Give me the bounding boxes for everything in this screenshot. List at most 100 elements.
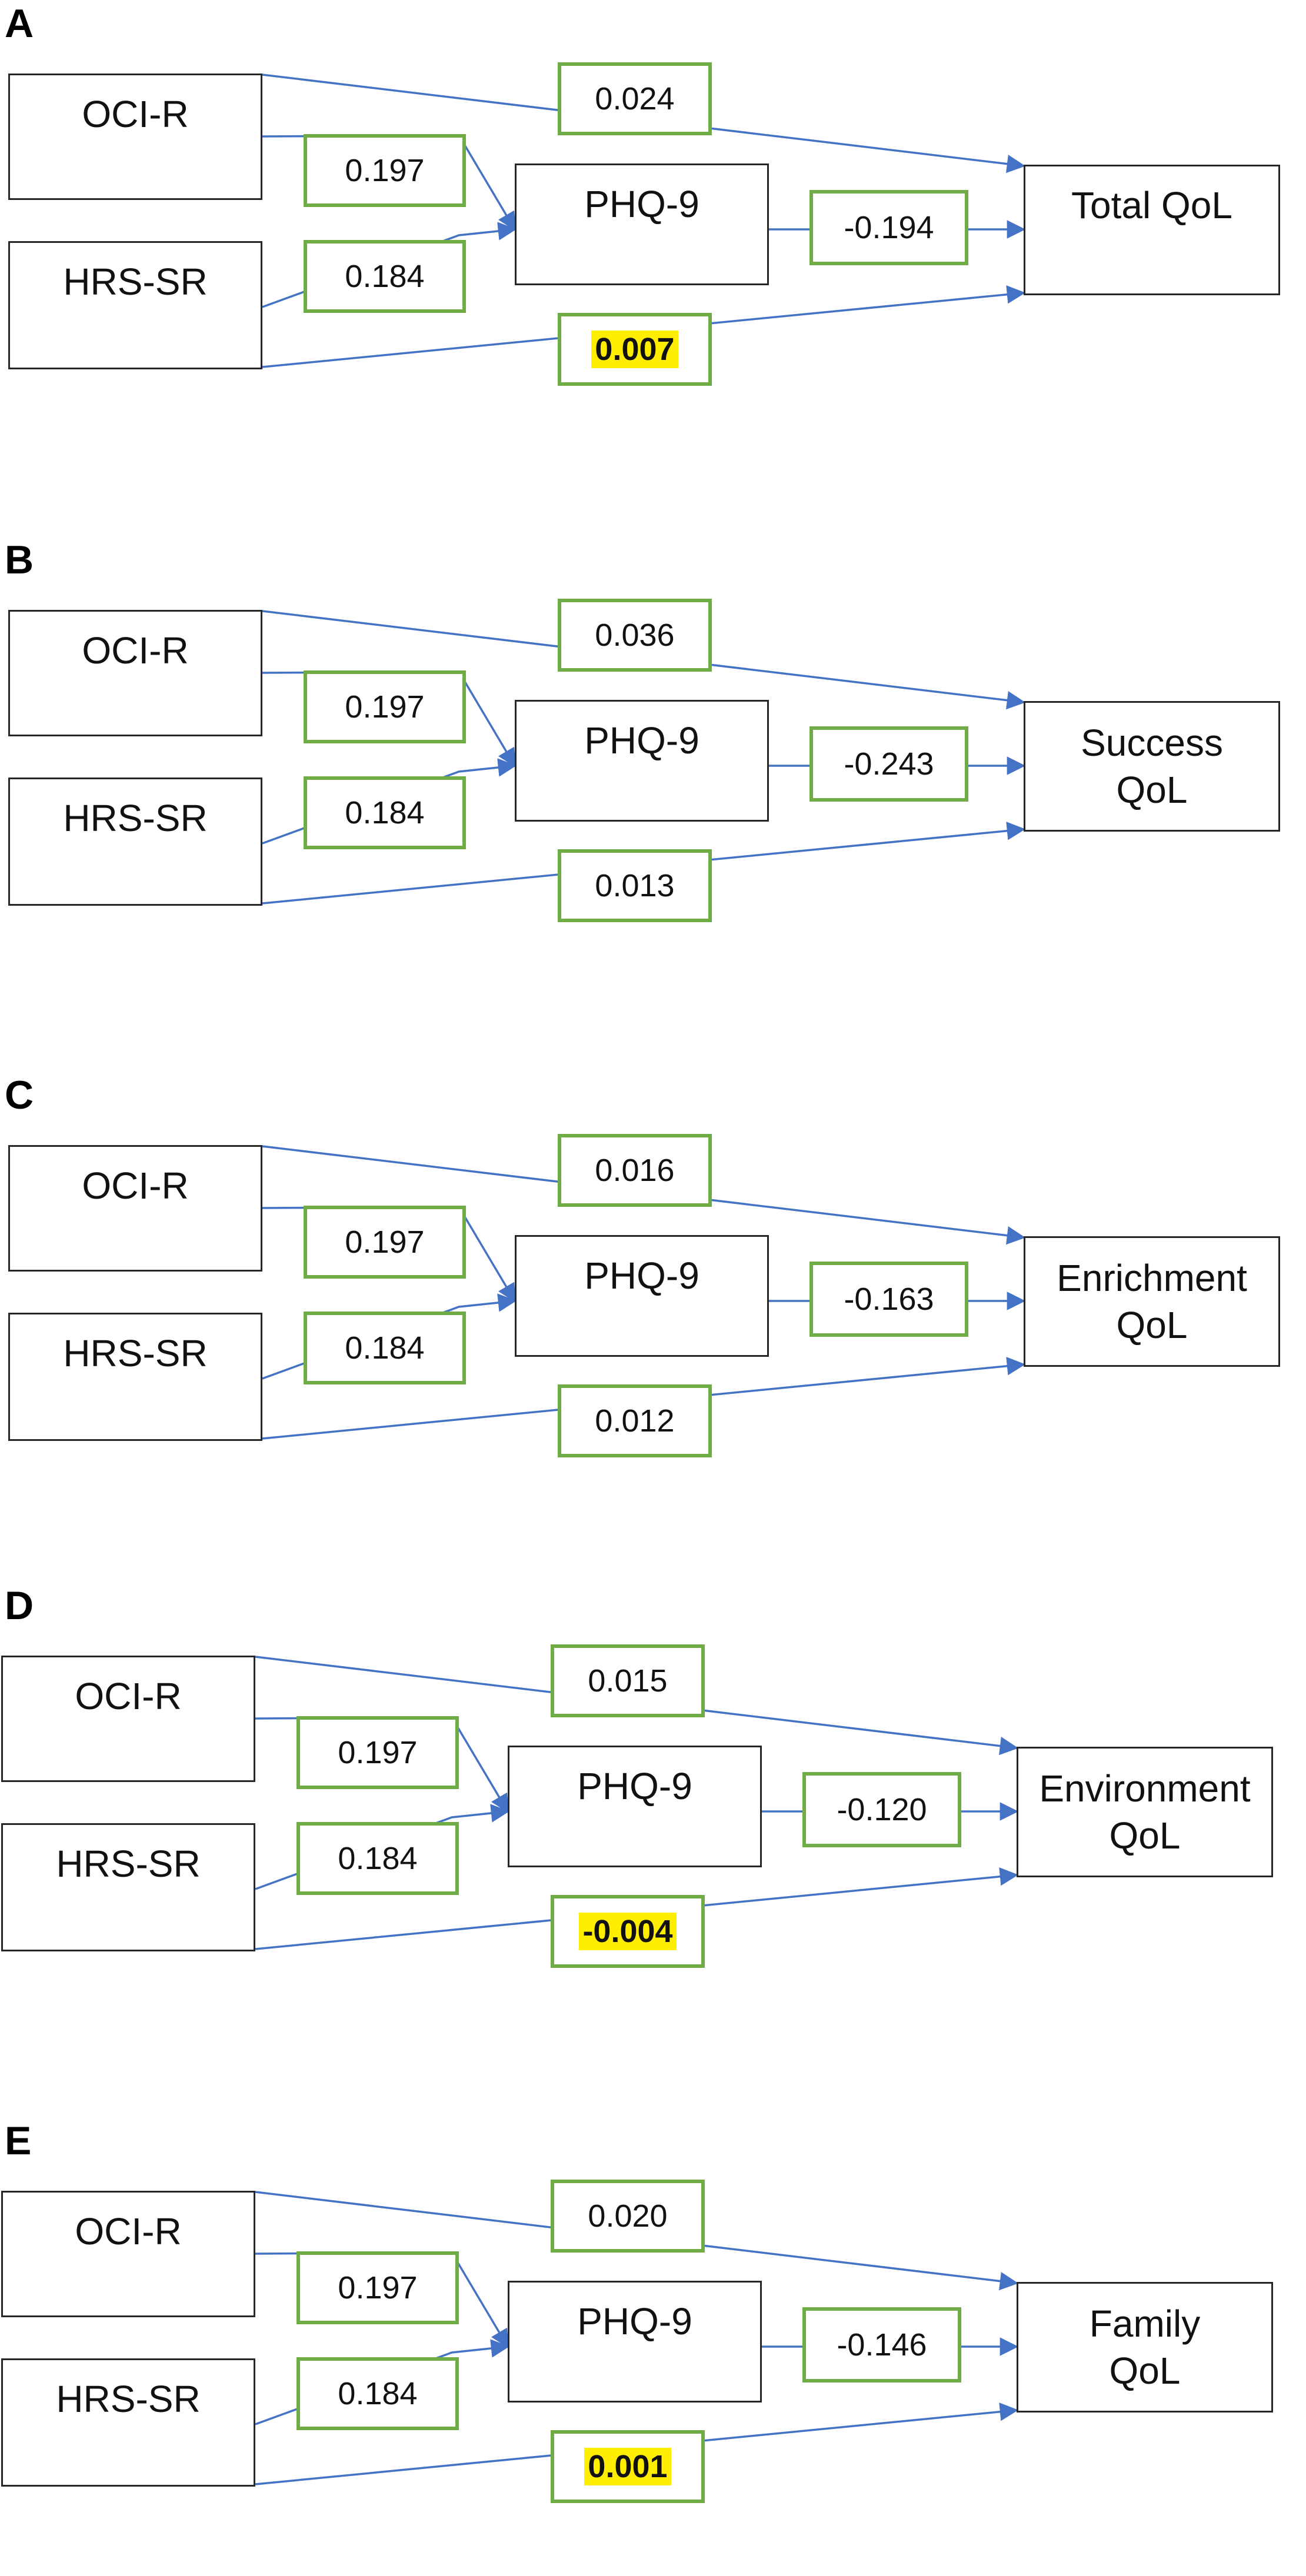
coef-ocir-to-mediator: 0.197 <box>296 1716 459 1789</box>
node-mediator-phq9-label: PHQ-9 <box>577 1765 692 1807</box>
coef-hrssr-to-outcome: -0.004 <box>551 1895 705 1968</box>
node-ocir: OCI-R <box>8 610 262 736</box>
node-mediator-phq9-label: PHQ-9 <box>584 183 699 225</box>
coef-ocir-to-outcome: 0.016 <box>558 1134 712 1207</box>
panel-a: A OCI-R HRS-SR PHQ-9 Total QoL 0.024 0.197 0.18… <box>0 0 1306 459</box>
coef-ocir-to-mediator-value: 0.197 <box>338 1735 418 1770</box>
coef-ocir-to-outcome: 0.024 <box>558 62 712 135</box>
coef-hrssr-to-mediator: 0.184 <box>304 1312 466 1384</box>
coef-hrssr-to-outcome-value: 0.012 <box>595 1403 675 1439</box>
node-mediator-phq9: PHQ-9 <box>515 700 769 822</box>
coef-hrssr-to-outcome: 0.012 <box>558 1384 712 1457</box>
node-ocir-label: OCI-R <box>82 93 189 135</box>
node-hrssr: HRS-SR <box>1 1823 255 1951</box>
node-ocir-label: OCI-R <box>75 2210 182 2253</box>
node-mediator-phq9-label: PHQ-9 <box>584 1254 699 1297</box>
coef-mediator-to-outcome-value: -0.163 <box>844 1282 934 1317</box>
coef-ocir-to-outcome: 0.036 <box>558 599 712 672</box>
coef-ocir-to-mediator-value: 0.197 <box>338 2270 418 2305</box>
panel-b: B OCI-R HRS-SR PHQ-9 Success QoL 0.036 0.197 0.… <box>0 536 1306 995</box>
panel-label: E <box>5 2118 32 2163</box>
coef-mediator-to-outcome: -0.146 <box>802 2307 961 2383</box>
node-ocir-label: OCI-R <box>82 629 189 672</box>
coef-mediator-to-outcome: -0.194 <box>809 190 968 265</box>
node-outcome-label: Total QoL <box>1071 184 1232 226</box>
node-hrssr-label: HRS-SR <box>56 1843 201 1885</box>
node-ocir: OCI-R <box>1 1656 255 1782</box>
coef-ocir-to-mediator-value: 0.197 <box>345 153 425 188</box>
coef-hrssr-to-mediator: 0.184 <box>296 2357 459 2430</box>
coef-ocir-to-mediator-value: 0.197 <box>345 1224 425 1260</box>
node-mediator-phq9-label: PHQ-9 <box>577 2300 692 2343</box>
coef-ocir-to-outcome-value: 0.020 <box>588 2198 668 2234</box>
coef-mediator-to-outcome-value: -0.146 <box>837 2327 927 2363</box>
panel-e: E OCI-R HRS-SR PHQ-9 Family QoL 0.020 0.197 0.1… <box>0 2117 1306 2576</box>
node-ocir-label: OCI-R <box>82 1164 189 1207</box>
node-mediator-phq9: PHQ-9 <box>508 2281 762 2403</box>
coef-hrssr-to-outcome: 0.001 <box>551 2430 705 2503</box>
coef-ocir-to-outcome: 0.020 <box>551 2180 705 2253</box>
node-mediator-phq9: PHQ-9 <box>515 1235 769 1357</box>
panel-label: D <box>5 1583 34 1628</box>
node-mediator-phq9: PHQ-9 <box>515 163 769 285</box>
coef-hrssr-to-mediator: 0.184 <box>304 240 466 313</box>
node-outcome-label: Family QoL <box>1089 2303 1201 2392</box>
coef-ocir-to-mediator: 0.197 <box>296 2251 459 2324</box>
coef-hrssr-to-outcome: 0.013 <box>558 849 712 922</box>
panel-c: C OCI-R HRS-SR PHQ-9 Enrichment QoL 0.016 0.19… <box>0 1072 1306 1530</box>
node-ocir: OCI-R <box>8 1145 262 1272</box>
coef-hrssr-to-mediator-value: 0.184 <box>345 259 425 294</box>
coef-hrssr-to-outcome: 0.007 <box>558 313 712 386</box>
node-hrssr: HRS-SR <box>8 241 262 369</box>
coef-hrssr-to-mediator-value: 0.184 <box>338 2376 418 2411</box>
coef-mediator-to-outcome: -0.243 <box>809 726 968 802</box>
node-outcome: Total QoL <box>1024 165 1280 295</box>
coef-hrssr-to-outcome-value: -0.004 <box>579 1913 677 1950</box>
coef-ocir-to-mediator: 0.197 <box>304 134 466 207</box>
coef-hrssr-to-mediator-value: 0.184 <box>345 795 425 830</box>
coef-ocir-to-outcome-value: 0.024 <box>595 81 675 116</box>
coef-hrssr-to-mediator: 0.184 <box>304 776 466 849</box>
node-ocir-label: OCI-R <box>75 1675 182 1717</box>
coef-mediator-to-outcome: -0.120 <box>802 1772 961 1847</box>
panel-d: D OCI-R HRS-SR PHQ-9 Environment QoL 0.015 0.1… <box>0 1582 1306 2041</box>
coef-ocir-to-outcome-value: 0.015 <box>588 1663 668 1699</box>
coef-ocir-to-mediator: 0.197 <box>304 1206 466 1279</box>
coef-ocir-to-outcome: 0.015 <box>551 1644 705 1717</box>
node-hrssr-label: HRS-SR <box>63 1332 208 1374</box>
node-hrssr-label: HRS-SR <box>56 2378 201 2420</box>
node-mediator-phq9-label: PHQ-9 <box>584 719 699 762</box>
coef-mediator-to-outcome: -0.163 <box>809 1262 968 1337</box>
panel-label: C <box>5 1073 34 1117</box>
node-hrssr: HRS-SR <box>8 1313 262 1441</box>
coef-mediator-to-outcome-value: -0.194 <box>844 210 934 245</box>
panel-label: B <box>5 538 34 582</box>
node-outcome: Family QoL <box>1017 2282 1273 2413</box>
coef-hrssr-to-mediator-value: 0.184 <box>345 1330 425 1366</box>
coef-ocir-to-mediator: 0.197 <box>304 670 466 743</box>
coef-mediator-to-outcome-value: -0.243 <box>844 746 934 782</box>
node-mediator-phq9: PHQ-9 <box>508 1746 762 1867</box>
coef-ocir-to-outcome-value: 0.036 <box>595 618 675 653</box>
coef-ocir-to-mediator-value: 0.197 <box>345 689 425 725</box>
node-outcome: Environment QoL <box>1017 1747 1273 1877</box>
coef-mediator-to-outcome-value: -0.120 <box>837 1792 927 1827</box>
node-hrssr-label: HRS-SR <box>63 797 208 839</box>
node-hrssr: HRS-SR <box>1 2358 255 2487</box>
node-outcome-label: Environment QoL <box>1039 1767 1251 1857</box>
node-outcome-label: Enrichment QoL <box>1057 1257 1247 1346</box>
node-ocir: OCI-R <box>8 74 262 200</box>
coef-hrssr-to-mediator: 0.184 <box>296 1822 459 1895</box>
coef-ocir-to-outcome-value: 0.016 <box>595 1153 675 1188</box>
coef-hrssr-to-outcome-value: 0.001 <box>584 2448 671 2485</box>
coef-hrssr-to-outcome-value: 0.013 <box>595 868 675 903</box>
coef-hrssr-to-outcome-value: 0.007 <box>591 331 678 368</box>
node-hrssr: HRS-SR <box>8 778 262 906</box>
node-outcome: Enrichment QoL <box>1024 1236 1280 1367</box>
node-ocir: OCI-R <box>1 2191 255 2317</box>
node-hrssr-label: HRS-SR <box>63 261 208 303</box>
panel-label: A <box>5 1 34 46</box>
node-outcome: Success QoL <box>1024 701 1280 832</box>
node-outcome-label: Success QoL <box>1081 722 1223 811</box>
coef-hrssr-to-mediator-value: 0.184 <box>338 1841 418 1876</box>
